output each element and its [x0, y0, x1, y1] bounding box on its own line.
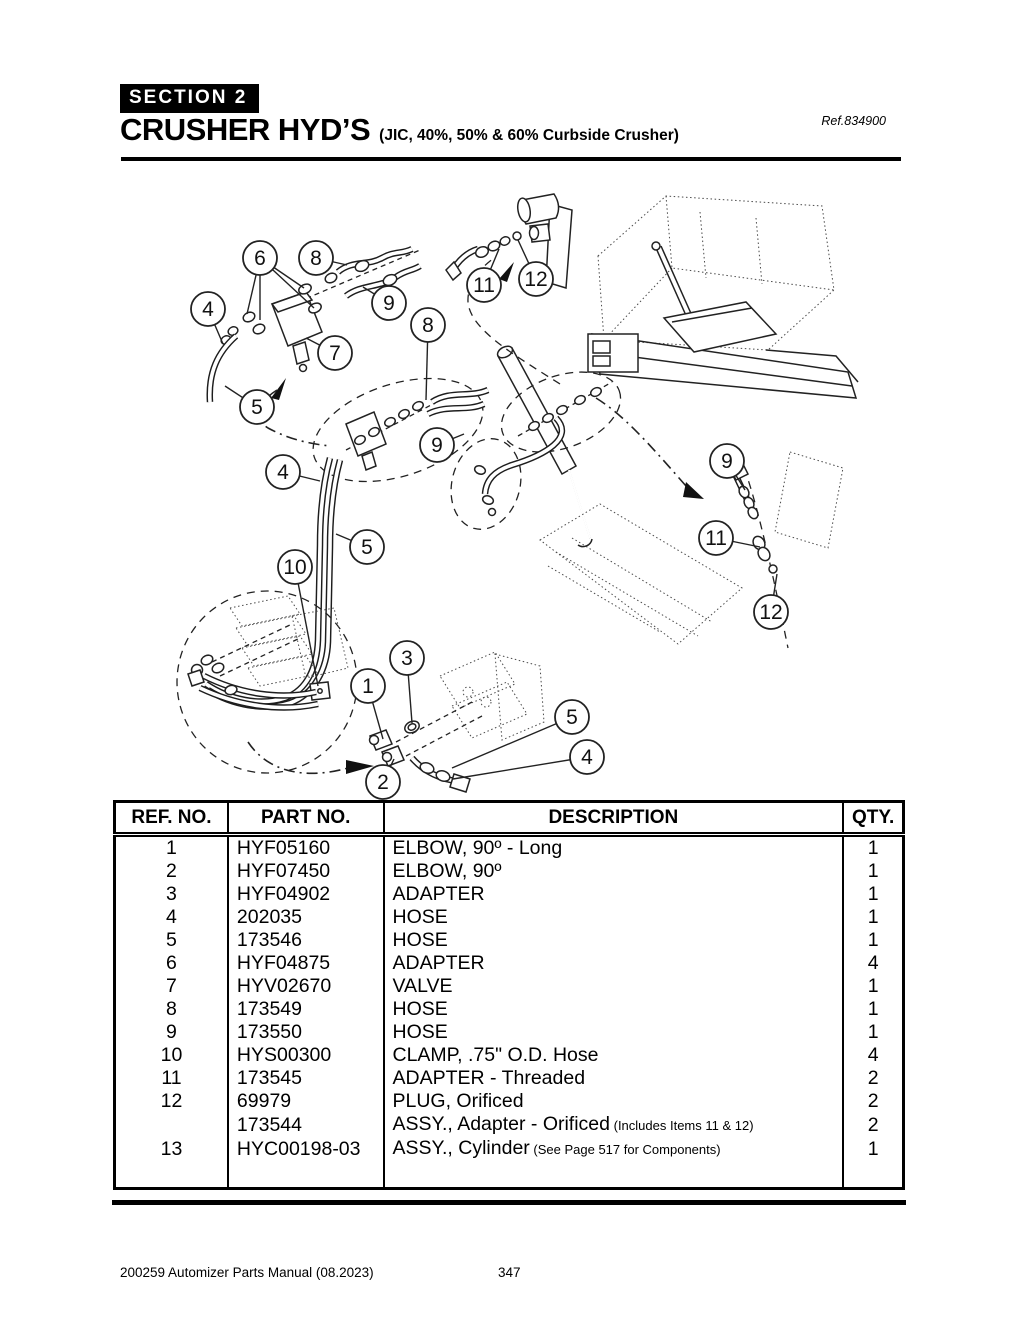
- footer-manual-title: 200259 Automizer Parts Manual (08.2023): [120, 1265, 374, 1280]
- svg-text:2: 2: [377, 771, 389, 794]
- callout-7: 7: [305, 335, 353, 371]
- truck-illustration: [587, 195, 859, 399]
- callout-1: 1: [350, 668, 386, 740]
- svg-text:11: 11: [473, 274, 495, 297]
- callout-9: 9: [709, 443, 746, 491]
- svg-text:1: 1: [362, 675, 374, 698]
- table-header-row: REF. NO. PART NO. DESCRIPTION QTY.: [114, 801, 904, 837]
- platform-illustration: [539, 503, 743, 645]
- page-title: CRUSHER HYD’S: [120, 112, 371, 147]
- ref-number: Ref.834900: [821, 114, 886, 128]
- svg-text:11: 11: [705, 527, 727, 550]
- callout-5: 5: [224, 385, 275, 425]
- col-ref-no: REF. NO.: [114, 801, 228, 837]
- callout-6: 6: [242, 240, 315, 320]
- callout-3: 3: [389, 640, 425, 724]
- svg-text:3: 3: [401, 647, 413, 670]
- svg-text:6: 6: [254, 247, 266, 270]
- header-rule: [121, 157, 901, 161]
- svg-text:10: 10: [283, 556, 306, 579]
- svg-text:9: 9: [721, 450, 733, 473]
- callout-4: 4: [265, 454, 321, 490]
- description-note: (Includes Items 11 & 12): [610, 1118, 754, 1133]
- section-badge: SECTION 2: [120, 84, 260, 113]
- callout-11: 11: [466, 248, 502, 303]
- valve-assembly-top-left: [206, 246, 422, 447]
- col-part-no: PART NO.: [226, 801, 384, 837]
- svg-text:4: 4: [277, 461, 289, 484]
- callout-8: 8: [298, 240, 348, 276]
- callout-9: 9: [419, 427, 465, 463]
- svg-text:8: 8: [422, 314, 434, 337]
- port-fitting-top-center: [445, 193, 573, 385]
- svg-text:9: 9: [383, 292, 395, 315]
- svg-text:12: 12: [524, 268, 547, 291]
- svg-text:4: 4: [202, 298, 214, 321]
- hose-group-center: [204, 371, 704, 710]
- svg-text:5: 5: [251, 396, 263, 419]
- svg-text:8: 8: [310, 247, 322, 270]
- fitting-assembly-bottom-center: [368, 651, 545, 793]
- callout-11: 11: [698, 520, 761, 556]
- col-description: DESCRIPTION: [382, 801, 844, 837]
- callout-4: 4: [190, 291, 226, 345]
- page-subtitle: (JIC, 40%, 50% & 60% Curbside Crusher): [379, 127, 679, 144]
- footer-page-number: 347: [498, 1265, 521, 1280]
- callout-10: 10: [277, 549, 319, 687]
- valve-bank-bottom-left: [176, 590, 374, 775]
- title-line: CRUSHER HYD’S (JIC, 40%, 50% & 60% Curbs…: [120, 112, 679, 148]
- svg-text:9: 9: [431, 434, 443, 457]
- svg-text:4: 4: [581, 746, 593, 769]
- callout-9: 9: [362, 285, 407, 321]
- col-qty: QTY.: [842, 801, 904, 837]
- table-spacer-row: [115, 1161, 904, 1189]
- svg-text:12: 12: [759, 601, 782, 624]
- svg-text:5: 5: [566, 706, 578, 729]
- callout-8: 8: [410, 307, 446, 401]
- callout-4: 4: [452, 739, 605, 780]
- description-note: (See Page 517 for Components): [529, 1142, 721, 1157]
- callout-5: 5: [335, 529, 385, 565]
- callout-12: 12: [517, 239, 554, 297]
- svg-text:5: 5: [361, 536, 373, 559]
- footer-rule: [112, 1200, 906, 1205]
- callout-5: 5: [451, 699, 590, 769]
- callout-12: 12: [753, 573, 789, 630]
- callout-2: 2: [365, 758, 401, 800]
- svg-text:7: 7: [329, 342, 341, 365]
